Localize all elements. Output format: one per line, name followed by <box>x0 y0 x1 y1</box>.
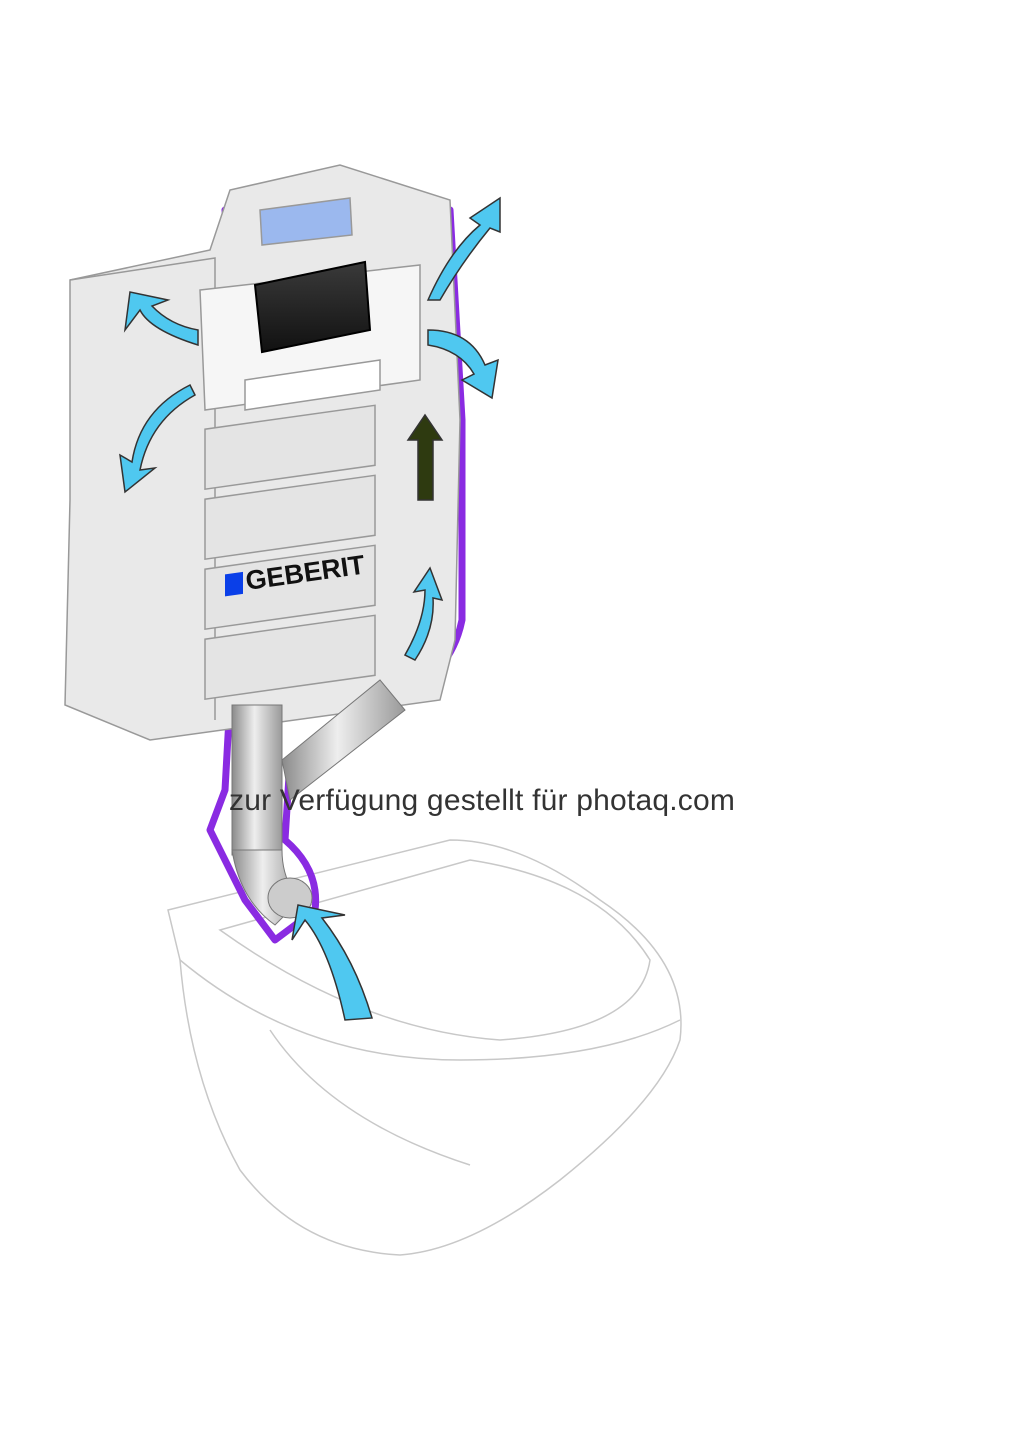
photo-credit-caption: zur Verfügung gestellt für photaq.com <box>229 784 736 817</box>
ventilation-pipe <box>231 679 406 926</box>
arrow-from-bowl-icon <box>291 904 373 1021</box>
arrow-out-top-right-icon <box>426 196 501 301</box>
arrow-out-right-icon <box>427 329 499 400</box>
arrow-out-left-icon <box>119 383 196 494</box>
cistern <box>64 164 461 741</box>
airflow-arrows <box>119 196 501 1021</box>
carbon-filter <box>253 260 372 354</box>
toilet-bowl <box>167 839 682 1256</box>
arrow-up-curve-icon <box>403 566 444 661</box>
arrow-out-top-left-icon <box>123 291 199 347</box>
arrow-up-dark-icon <box>406 413 444 501</box>
